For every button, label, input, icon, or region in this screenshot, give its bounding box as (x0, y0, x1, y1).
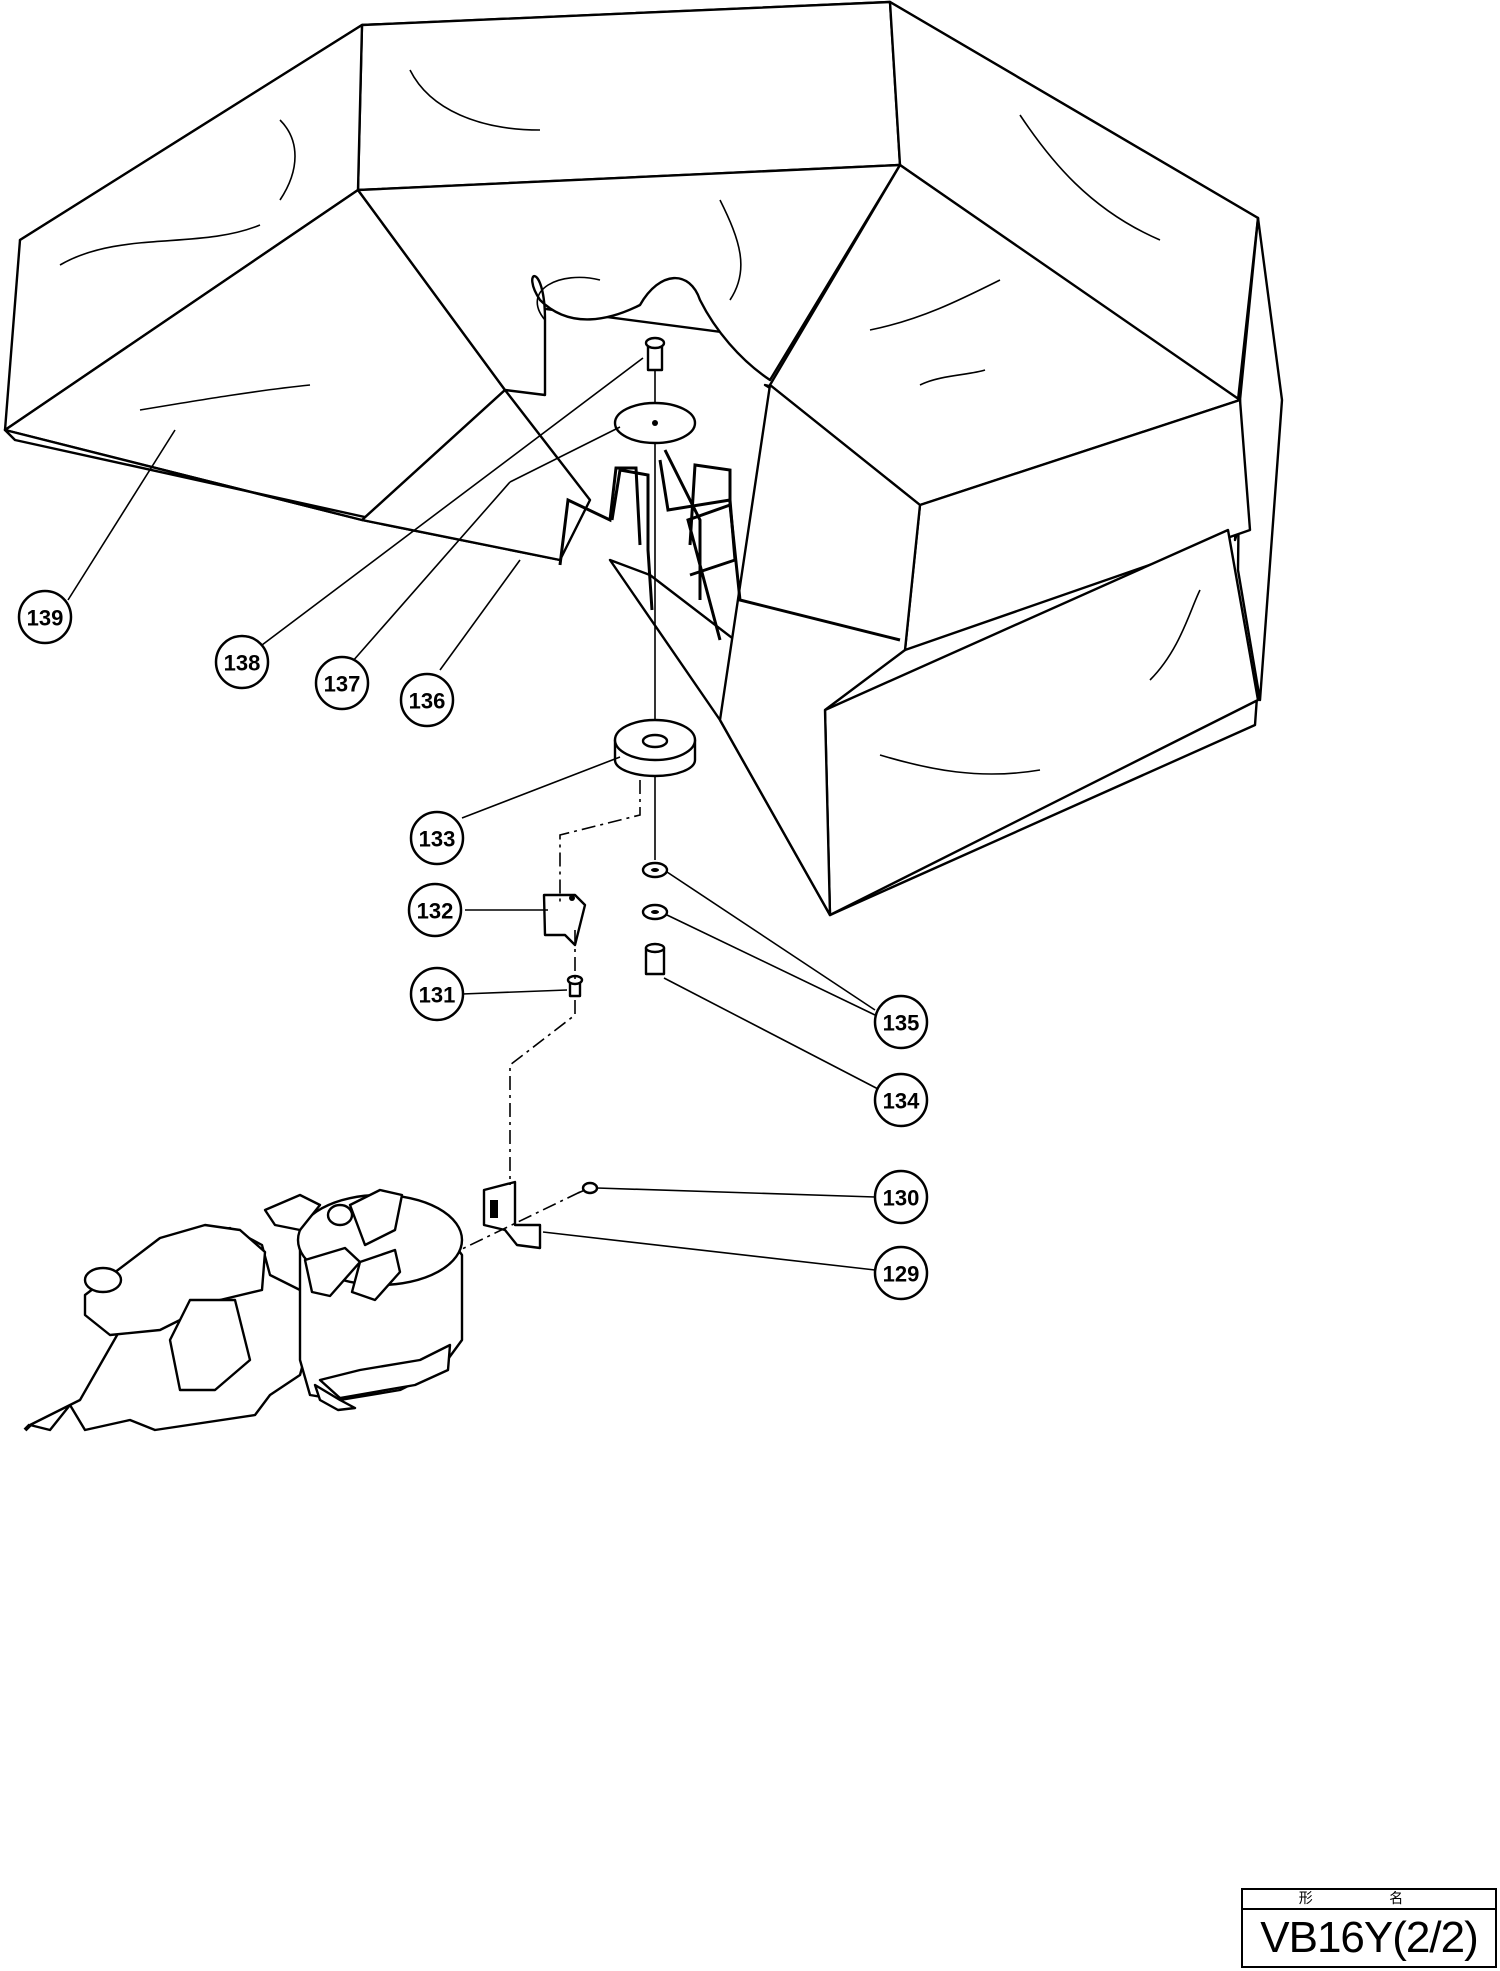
tool-body (23, 1188, 464, 1432)
callout-label: 130 (883, 1186, 920, 1211)
part-137-disc (613, 401, 697, 445)
callout-label: 134 (883, 1089, 920, 1114)
title-block-header: 形 名 (1243, 1890, 1495, 1910)
part-134-nut (644, 942, 666, 976)
callout-label: 129 (883, 1262, 920, 1287)
callout-label: 137 (324, 672, 361, 697)
part-133-hub (613, 718, 697, 778)
part-132-bracket (542, 893, 587, 947)
callout-131: 131 (409, 966, 465, 1022)
callout-138: 138 (214, 634, 270, 690)
model-number: VB16Y(2/2) (1260, 1913, 1478, 1962)
callout-label: 131 (419, 983, 456, 1008)
callout-129: 129 (873, 1245, 929, 1301)
leader-lines (67, 357, 881, 1271)
callout-130: 130 (873, 1169, 929, 1225)
title-block: 形 名 VB16Y(2/2) (1241, 1888, 1497, 1968)
part-139-cover (3, 0, 1284, 917)
callout-136: 136 (399, 672, 455, 728)
part-136-wire-frame (558, 449, 901, 642)
assembly-lines (459, 780, 641, 1251)
callout-label: 133 (419, 827, 456, 852)
callout-132: 132 (407, 882, 463, 938)
callout-139: 139 (17, 589, 73, 645)
part-138-screw (644, 336, 666, 372)
part-130-screw (577, 1181, 599, 1195)
callout-133: 133 (409, 810, 465, 866)
callout-134: 134 (873, 1072, 929, 1128)
callout-137: 137 (314, 655, 370, 711)
callout-label: 138 (224, 651, 261, 676)
callout-label: 136 (409, 689, 446, 714)
part-135-washers (641, 861, 669, 921)
callout-label: 139 (27, 606, 64, 631)
part-129-clamp (482, 1180, 542, 1250)
callout-label: 132 (417, 899, 454, 924)
callout-label: 135 (883, 1011, 920, 1036)
callout-135: 135 (873, 994, 929, 1050)
